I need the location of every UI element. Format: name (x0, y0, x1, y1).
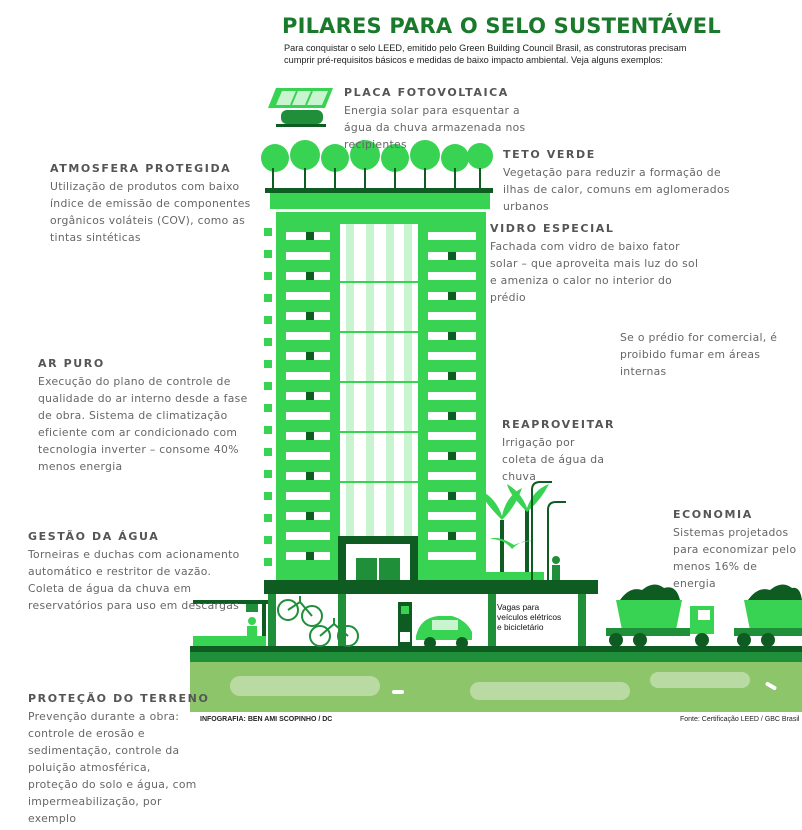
label-vidro-especial: VIDRO ESPECIAL Fachada com vidro de baix… (490, 222, 705, 306)
green-roof-trees (261, 140, 493, 190)
solar-panel-icon (268, 88, 333, 127)
bicycle-icon (277, 596, 359, 647)
truck-icon (734, 584, 802, 647)
bone-icon (765, 682, 777, 690)
note-proibido-fumar: Se o prédio for comercial, é proibido fu… (620, 331, 778, 378)
label-gestao-da-agua: GESTÃO DA ÁGUA Torneiras e duchas com ac… (28, 530, 248, 614)
podium-slab (264, 580, 598, 594)
label-title: PROTEÇÃO DO TERRENO (28, 692, 210, 705)
label-ar-puro: AR PURO Execução do plano de controle de… (38, 357, 248, 475)
label-economia: ECONOMIA Sistemas projetados para econom… (673, 508, 798, 592)
label-text: Execução do plano de controle de qualida… (38, 375, 248, 473)
tower (264, 212, 486, 580)
label-title: GESTÃO DA ÁGUA (28, 530, 160, 543)
roof-ledge (265, 188, 493, 193)
street-lamp-icon (531, 481, 566, 580)
label-text: Prevenção durante a obra: controle de er… (28, 710, 197, 825)
ev-charger-icon (398, 602, 412, 646)
palm-tree-icon (480, 484, 549, 580)
label-placa-fotovoltaica: PLACA FOTOVOLTAICA Energia solar para es… (344, 86, 544, 153)
shower-icon (193, 600, 268, 646)
road (190, 646, 802, 652)
label-atmosfera-protegida: ATMOSFERA PROTEGIDA Utilização de produt… (50, 162, 260, 246)
soil-layer (190, 652, 802, 712)
label-title: TETO VERDE (503, 148, 596, 161)
label-text: Vegetação para reduzir a formação de ilh… (503, 166, 730, 213)
electric-car-icon (416, 616, 472, 649)
page-title: PILARES PARA O SELO SUSTENTÁVEL (282, 14, 721, 38)
label-title: VIDRO ESPECIAL (490, 222, 615, 235)
label-reaproveitar: REAPROVEITAR Irrigação por coleta de águ… (502, 418, 616, 485)
label-text: Utilização de produtos com baixo índice … (50, 180, 251, 244)
label-text: Irrigação por coleta de água da chuva (502, 436, 605, 483)
label-text: Fachada com vidro de baixo fator solar –… (490, 240, 699, 304)
label-teto-verde: TETO VERDE Vegetação para reduzir a form… (503, 148, 733, 215)
label-title: ECONOMIA (673, 508, 753, 521)
label-protecao-do-terreno: PROTEÇÃO DO TERRENO Prevenção durante a … (28, 692, 210, 827)
label-title: REAPROVEITAR (502, 418, 616, 431)
roof-band (270, 193, 490, 209)
intro-text: Para conquistar o selo LEED, emitido pel… (284, 43, 687, 65)
label-text: Sistemas projetados para economizar pelo… (673, 526, 797, 590)
truck-icon (606, 584, 714, 647)
credit-fonte: Fonte: Certificação LEED / GBC Brasil (680, 716, 800, 723)
credit-infografia: INFOGRAFIA: BEN AMI SCOPINHO / DC (200, 716, 333, 723)
label-text: Energia solar para esquentar a água da c… (344, 104, 526, 151)
label-text: Torneiras e duchas com acionamento autom… (28, 548, 240, 612)
label-title: ATMOSFERA PROTEGIDA (50, 162, 232, 175)
label-vagas: Vagas para veículos elétricos e biciclet… (497, 602, 562, 632)
label-title: AR PURO (38, 357, 105, 370)
bone-icon (392, 690, 404, 694)
person-icon (552, 556, 560, 580)
label-title: PLACA FOTOVOLTAICA (344, 86, 509, 99)
